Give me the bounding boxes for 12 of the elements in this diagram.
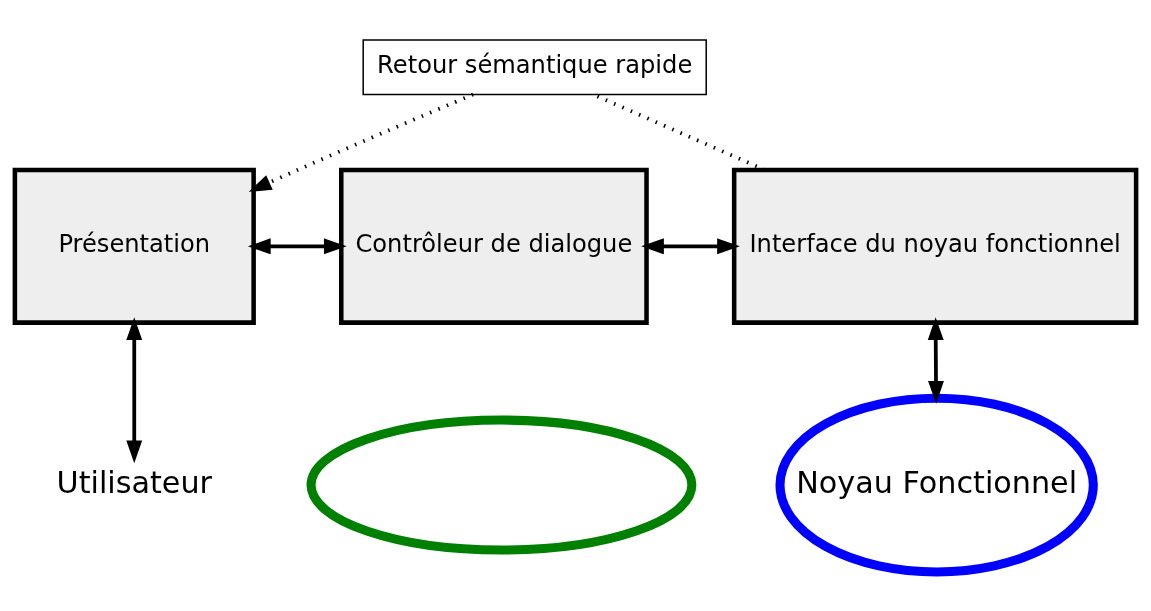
arrow: [248, 92, 474, 192]
arrow: [247, 237, 347, 254]
arrow: [126, 316, 143, 463]
node-box: Présentation: [12, 167, 256, 325]
node-ellipse: Noyau Fonctionnel: [775, 393, 1098, 576]
node-text: Utilisateur: [56, 464, 212, 500]
node-box: Contrôleur de dialogue: [339, 167, 649, 325]
arrow: [927, 316, 944, 404]
node-box: Retour sémantique rapide: [362, 38, 707, 95]
arrow: [641, 237, 740, 254]
node-box: Interface du noyau fonctionnel: [731, 167, 1139, 325]
node-ellipse: [306, 415, 697, 555]
